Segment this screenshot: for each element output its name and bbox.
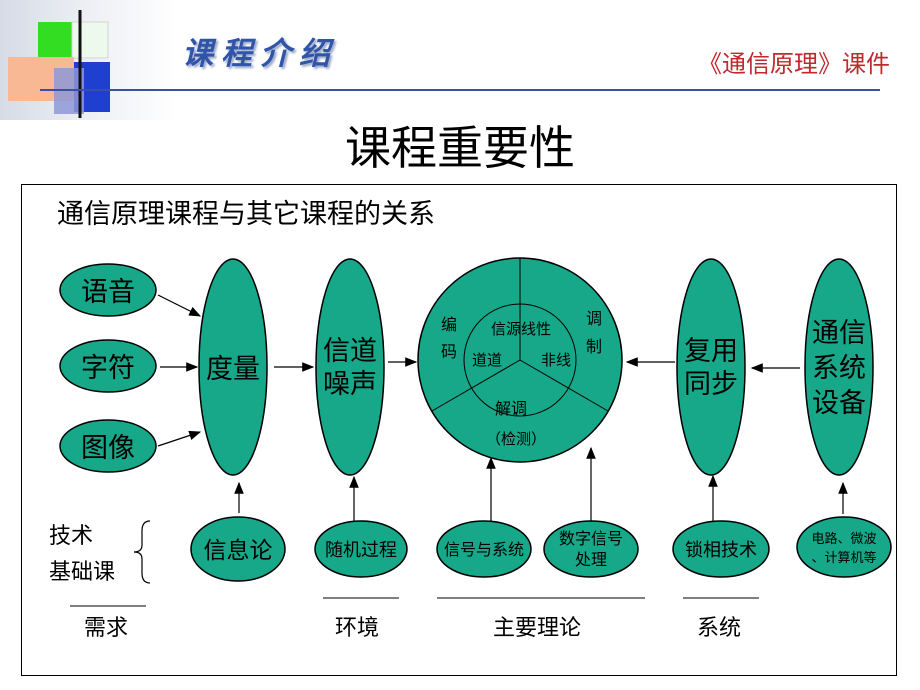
center-source-linear: 信源线性 bbox=[491, 320, 551, 338]
center-mod-1: 调 bbox=[586, 309, 602, 328]
header-title: 课程介绍 bbox=[182, 36, 338, 72]
brace bbox=[133, 520, 151, 584]
category-theory: 主要理论 bbox=[493, 616, 581, 641]
category-environment: 环境 bbox=[335, 616, 379, 641]
stage-system-line3: 设备 bbox=[812, 388, 866, 419]
center-channel: 道道 bbox=[472, 351, 502, 369]
diagram-frame bbox=[21, 184, 897, 676]
input-characters: 字符 bbox=[59, 339, 157, 393]
category-system: 系统 bbox=[697, 616, 741, 641]
arrow-image-measure bbox=[157, 430, 202, 447]
header-decoration bbox=[0, 0, 880, 120]
center-demod: 解调 bbox=[495, 399, 527, 418]
center-mod-2: 制 bbox=[586, 337, 602, 356]
course-dsp-line2: 处理 bbox=[575, 550, 607, 569]
stage-channel-line2: 噪声 bbox=[323, 369, 377, 400]
diagram-subtitle: 通信原理课程与其它课程的关系 bbox=[57, 199, 435, 230]
stage-system-equipment: 通信 系统 设备 bbox=[804, 258, 874, 476]
stage-channel-line1: 信道 bbox=[323, 336, 377, 367]
light-square bbox=[71, 21, 109, 59]
stage-mux-line1: 复用 bbox=[684, 336, 738, 367]
input-image-label: 图像 bbox=[81, 433, 135, 464]
tech-label-1: 技术 bbox=[49, 524, 93, 549]
center-inner-ring bbox=[463, 303, 577, 417]
course-circuits: 电路、微波 、计算机等 bbox=[796, 516, 892, 578]
center-coding-1: 编 bbox=[441, 315, 457, 334]
input-voice: 语音 bbox=[59, 263, 157, 317]
center-coding-2: 码 bbox=[441, 342, 457, 361]
stage-channel-noise: 信道 噪声 bbox=[315, 258, 385, 476]
stage-measure-label: 度量 bbox=[206, 354, 260, 385]
course-dsp: 数字信号 处理 bbox=[543, 520, 639, 578]
course-pll: 锁相技术 bbox=[672, 520, 770, 578]
stage-system-line2: 系统 bbox=[812, 353, 866, 384]
course-random-process-label: 随机过程 bbox=[325, 540, 397, 561]
course-dsp-line1: 数字信号 bbox=[559, 529, 623, 548]
course-signals-systems: 信号与系统 bbox=[436, 520, 532, 578]
center-nonlinear: 非线 bbox=[541, 351, 571, 369]
input-voice-label: 语音 bbox=[81, 277, 135, 308]
tech-label-2: 基础课 bbox=[49, 560, 115, 585]
category-demand: 需求 bbox=[84, 616, 128, 641]
course-info-theory-label: 信息论 bbox=[204, 538, 273, 564]
page-title: 课程重要性 bbox=[345, 121, 575, 175]
center-detect: （检测） bbox=[486, 430, 546, 448]
course-pll-label: 锁相技术 bbox=[685, 540, 757, 561]
center-circle: 编 码 信源线性 道道 非线 调 制 解调 （检测） bbox=[417, 257, 623, 463]
course-info-theory: 信息论 bbox=[190, 516, 286, 582]
course-signals-label: 信号与系统 bbox=[444, 540, 524, 559]
arrow-voice-measure bbox=[157, 294, 202, 317]
input-image: 图像 bbox=[59, 419, 157, 473]
center-divider-left bbox=[431, 359, 521, 412]
stage-system-line1: 通信 bbox=[812, 318, 866, 349]
stage-mux-sync: 复用 同步 bbox=[676, 258, 746, 476]
course-random-process: 随机过程 bbox=[314, 520, 408, 578]
course-name: 《通信原理》课件 bbox=[698, 50, 890, 78]
center-divider-right bbox=[519, 359, 609, 412]
stage-mux-line2: 同步 bbox=[684, 369, 738, 400]
course-circuits-line2: 、计算机等 bbox=[811, 550, 876, 566]
stage-measure: 度量 bbox=[198, 258, 268, 476]
course-circuits-line1: 电路、微波 bbox=[811, 531, 876, 547]
input-characters-label: 字符 bbox=[81, 353, 135, 384]
green-square bbox=[38, 22, 72, 58]
